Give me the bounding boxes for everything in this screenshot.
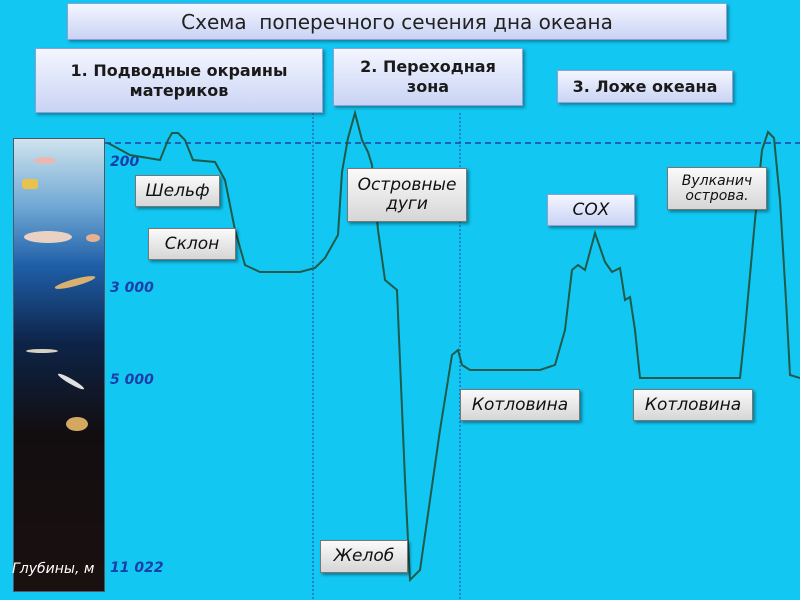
- label-shelf-text: Шельф: [145, 180, 210, 201]
- label-basin-2-text: Котловина: [644, 394, 742, 415]
- label-mor-text: СОХ: [572, 199, 610, 220]
- depth-life-column: Глубины, м: [12, 138, 105, 592]
- label-mid-ocean-ridge: СОХ: [547, 194, 635, 226]
- seafloor-profile-line: [107, 109, 800, 583]
- label-trench: Желоб: [320, 540, 408, 573]
- fish-illustration: [24, 231, 72, 243]
- depth-caption: Глубины, м: [12, 561, 95, 577]
- title-box: Схема поперечного сечения дна океана: [67, 3, 727, 40]
- depth-tick-5000: 5 000: [110, 372, 154, 388]
- zone-2-header: 2. Переходная зона: [333, 48, 523, 106]
- zone-2-label: 2. Переходная зона: [360, 57, 496, 96]
- label-trench-text: Желоб: [333, 546, 395, 566]
- zone-3-label: 3. Ложе океана: [572, 76, 718, 96]
- fish-illustration: [66, 417, 88, 431]
- label-volcanic-islands-text: Вулканич острова.: [681, 172, 753, 204]
- fish-illustration: [34, 157, 56, 164]
- label-basin-2: Котловина: [633, 389, 753, 421]
- label-slope: Склон: [148, 228, 236, 260]
- zone-1-label: 1. Подводные окраины материков: [70, 60, 288, 100]
- fish-illustration: [22, 179, 38, 189]
- page-title: Схема поперечного сечения дна океана: [181, 9, 613, 34]
- depth-tick-200: 200: [110, 154, 140, 170]
- label-shelf: Шельф: [135, 175, 220, 207]
- zone-1-header: 1. Подводные окраины материков: [35, 48, 323, 113]
- fish-illustration: [26, 349, 58, 353]
- label-volcanic-islands: Вулканич острова.: [667, 167, 767, 210]
- depth-tick-3000: 3 000: [110, 280, 154, 296]
- label-basin-1-text: Котловина: [471, 394, 569, 415]
- label-island-arcs: Островные дуги: [347, 168, 467, 222]
- label-slope-text: Склон: [164, 233, 220, 254]
- label-basin-1: Котловина: [460, 389, 580, 421]
- label-island-arcs-text: Островные дуги: [357, 175, 457, 214]
- depth-tick-11022: 11 022: [110, 560, 164, 576]
- zone-3-header: 3. Ложе океана: [557, 70, 733, 103]
- fish-illustration: [86, 234, 100, 242]
